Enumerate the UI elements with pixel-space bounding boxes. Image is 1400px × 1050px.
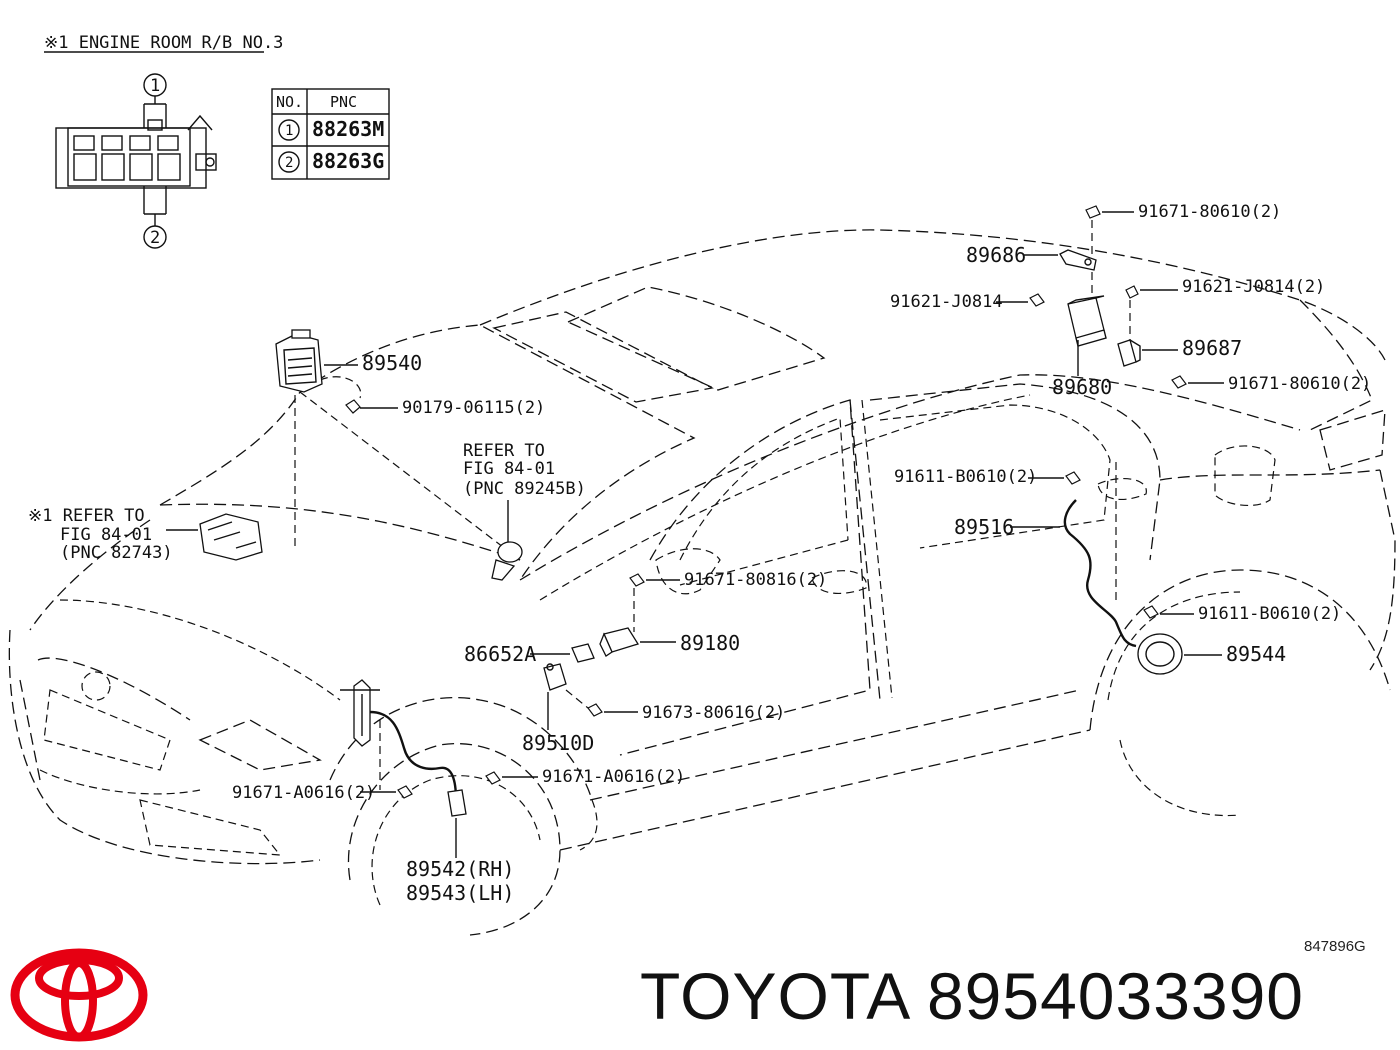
- part-89245b-sensor: [491, 541, 523, 581]
- refer-b-line-3: (PNC 82743): [60, 543, 173, 563]
- diagram-ref-code: 847896G: [1304, 938, 1366, 955]
- car-outline: [8, 229, 1396, 936]
- label-91671-a0616-left: 91671-A0616(2): [232, 783, 375, 803]
- callout-circle-1: [143, 73, 167, 97]
- label-91611-b0610-top: 91611-B0610(2): [894, 467, 1037, 487]
- label-91621-j0814-right: 91621-J0814(2): [1182, 277, 1325, 297]
- axis-line-91673: [565, 689, 589, 709]
- part-89687-bracket: [1117, 339, 1141, 367]
- part-89516-harness: [1063, 499, 1137, 648]
- pnc-table-row-2-pnc: 88263G: [312, 149, 384, 173]
- label-91673-80616: 91673-80616(2): [642, 703, 785, 723]
- pnc-table-row-1-no: 1: [285, 123, 293, 139]
- refer-a-line-2: FIG 84-01: [463, 459, 555, 479]
- label-91671-80816: 91671-80816(2): [684, 570, 827, 590]
- pnc-table: [271, 88, 390, 180]
- label-86652a: 86652A: [464, 642, 536, 666]
- bolt-91611-b0610-top: [1065, 471, 1081, 485]
- bolt-91611-b0610-bottom: [1143, 605, 1159, 619]
- label-89542-rh: 89542(RH): [406, 857, 514, 881]
- bolt-91671-a0616-right: [485, 771, 501, 785]
- bolt-91673-80616: [587, 703, 603, 717]
- label-91611-b0610-bottom: 91611-B0610(2): [1198, 604, 1341, 624]
- part-89510d-sensor: [543, 663, 567, 691]
- refer-b-line-2: FIG 84-01: [60, 525, 152, 545]
- part-89686-bracket: [1059, 249, 1097, 271]
- engine-room-note: ※1 ENGINE ROOM R/B NO.3: [44, 33, 283, 53]
- label-91671-80610-top: 91671-80610(2): [1138, 202, 1281, 222]
- part-89542-harness: [369, 710, 460, 815]
- refer-a-line-1: REFER TO: [463, 441, 545, 461]
- refer-b-line-1: ※1 REFER TO: [28, 506, 145, 526]
- refer-a-line-3: (PNC 89245B): [463, 479, 586, 499]
- callout-circle-2: [143, 225, 167, 249]
- label-89180: 89180: [680, 631, 740, 655]
- bolt-91621-j0814-right: [1125, 285, 1139, 299]
- callout-1: 1: [150, 76, 160, 96]
- label-89544: 89544: [1226, 642, 1286, 666]
- bolt-91671-a0616-left: [397, 785, 413, 799]
- part-89540-ecu: [275, 329, 323, 393]
- label-91621-j0814-left: 91621-J0814: [890, 292, 1003, 312]
- connector-block: [55, 96, 217, 226]
- label-91671-80610-bottom: 91671-80610(2): [1228, 374, 1371, 394]
- part-89542-sensor: [447, 789, 467, 817]
- label-91671-a0616-right: 91671-A0616(2): [542, 767, 685, 787]
- part-front-bracket: [340, 679, 380, 747]
- part-89180-sensor: [599, 627, 639, 657]
- toyota-logo-icon: [10, 948, 148, 1042]
- bolt-91671-80816: [629, 573, 645, 587]
- part-82743-relay: [199, 513, 263, 561]
- callout-2: 2: [150, 228, 160, 248]
- label-89543-lh: 89543(LH): [406, 881, 514, 905]
- pnc-table-row-2-no: 2: [285, 155, 293, 171]
- label-89540: 89540: [362, 351, 422, 375]
- label-89687: 89687: [1182, 336, 1242, 360]
- label-90179: 90179-06115(2): [402, 398, 545, 418]
- label-89516: 89516: [954, 515, 1014, 539]
- label-89686: 89686: [966, 243, 1026, 267]
- brand-part-number: TOYOTA 8954033390: [640, 959, 1305, 1033]
- label-89510d: 89510D: [522, 731, 594, 755]
- pnc-table-header-pnc: PNC: [330, 93, 357, 111]
- part-89680-module: [1067, 295, 1107, 347]
- bolt-91671-80610-bottom: [1171, 375, 1187, 389]
- bolt-91671-80610-top: [1085, 205, 1101, 219]
- label-89680: 89680: [1052, 375, 1112, 399]
- pnc-table-header-no: NO.: [276, 93, 303, 111]
- nut-90179: [345, 399, 361, 414]
- bolt-91621-j0814-left: [1029, 293, 1045, 307]
- part-86652a-connector: [571, 643, 595, 663]
- pnc-table-row-1-pnc: 88263M: [312, 117, 384, 141]
- part-89544-sensor: [1137, 633, 1183, 675]
